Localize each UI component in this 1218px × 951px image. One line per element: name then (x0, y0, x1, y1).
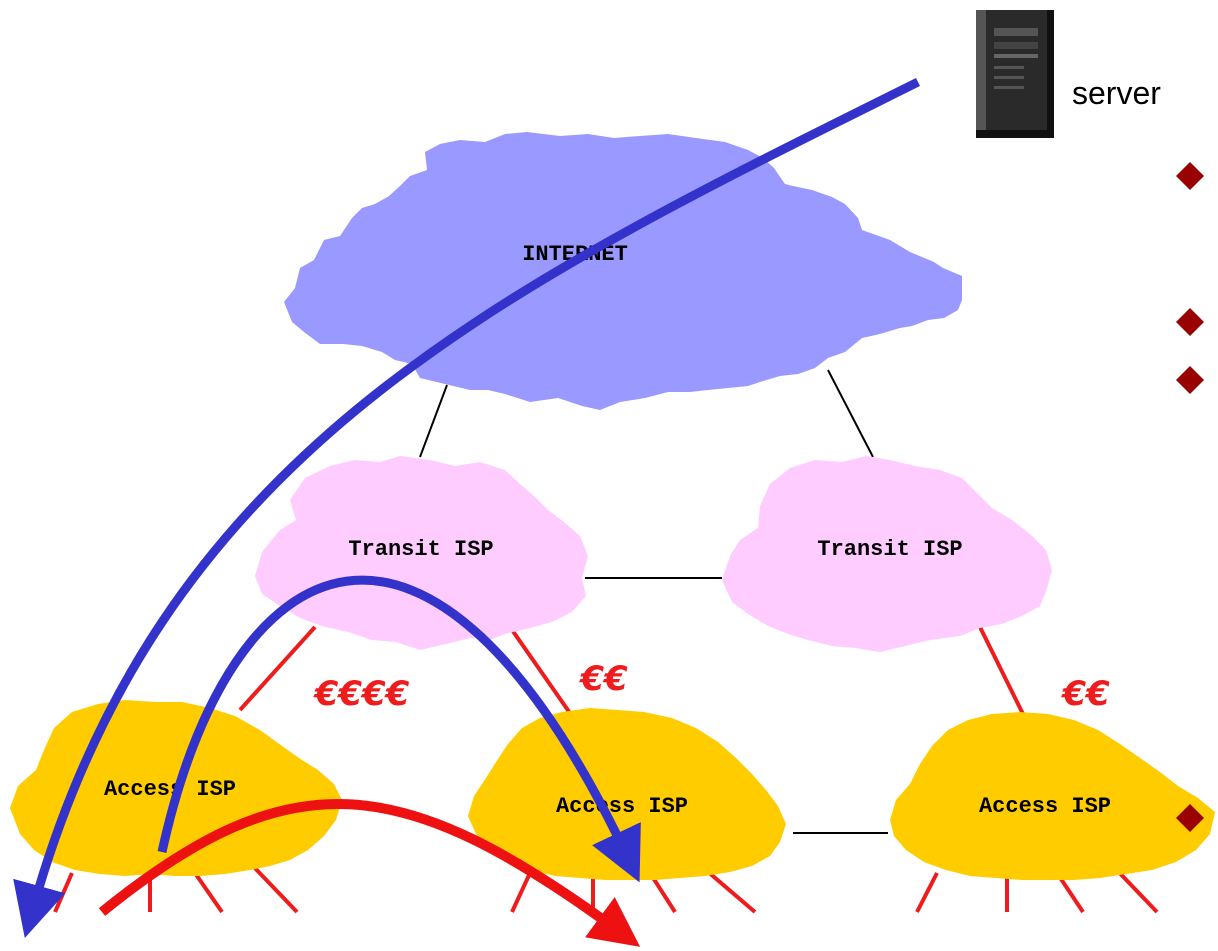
bullet-1 (1176, 162, 1204, 190)
cost-label-right: €€ (1060, 674, 1110, 714)
access-right-label: Access ISP (979, 794, 1111, 819)
paid-link-mid (508, 625, 574, 718)
customer-lines-right (915, 863, 1159, 914)
bullet-diamonds (1176, 162, 1204, 832)
internet-cloud (284, 132, 962, 410)
link-internet-transit-left (419, 384, 448, 458)
blue-path-via-transit (157, 575, 641, 883)
transit-right-label: Transit ISP (817, 537, 962, 562)
red-path-peering (98, 799, 641, 947)
link-internet-transit-right (827, 369, 874, 458)
access-isp-right-cloud (890, 712, 1215, 880)
access-left-label: Access ISP (104, 777, 236, 802)
cost-label-left: €€€€ (313, 674, 410, 714)
server-label: server (1072, 75, 1161, 111)
bullet-4 (1176, 804, 1204, 832)
tower-server-icon (976, 10, 1054, 138)
blue-path-server-to-left-access (13, 77, 921, 939)
transit-isp-right-cloud (722, 456, 1052, 652)
bullet-3 (1176, 366, 1204, 394)
transit-left-label: Transit ISP (348, 537, 493, 562)
cost-label-mid: €€ (578, 659, 628, 699)
access-mid-label: Access ISP (556, 794, 688, 819)
access-isp-mid-cloud (468, 708, 786, 880)
paid-link-left (238, 625, 317, 712)
paid-link-right (976, 622, 1026, 717)
transit-isp-left-cloud (255, 456, 588, 650)
bullet-2 (1176, 308, 1204, 336)
